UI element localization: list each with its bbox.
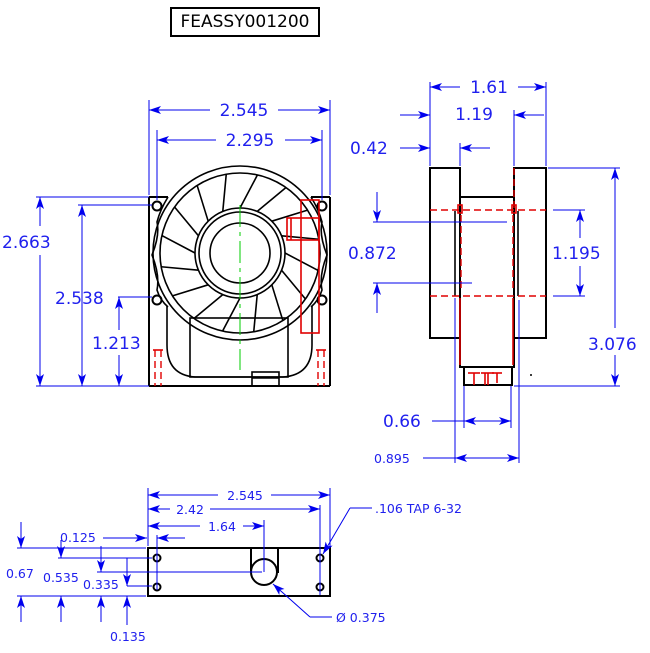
- bottom-dimensions: 2.545 2.42 1.64 0.125 .106 TAP 6-32 Ø 0.…: [6, 488, 462, 644]
- front-dimensions: 2.545 2.295 2.663 2.538 1.213: [2, 100, 331, 387]
- dim-front-hole-spacing: 2.295: [226, 131, 275, 151]
- part-number: FEASSY001200: [180, 12, 310, 32]
- fan-blade: [280, 269, 307, 300]
- fan-blade: [221, 297, 241, 332]
- callout-tap: .106 TAP 6-32: [375, 501, 462, 516]
- fan-blade: [172, 284, 209, 297]
- fan-blade: [173, 206, 200, 237]
- fan-blade: [271, 284, 284, 321]
- fan-housing: [148, 196, 331, 387]
- dim-side-right-span: 1.195: [552, 244, 601, 264]
- mounting-hole: [316, 294, 328, 306]
- side-dimensions: 1.61 1.19 0.42 0.872 1.195 3.076: [348, 78, 637, 466]
- side-view: 1.61 1.19 0.42 0.872 1.195 3.076: [348, 78, 637, 466]
- dim-bottom-center-offset: 1.64: [208, 519, 236, 534]
- dim-bottom-width: 2.545: [227, 488, 263, 503]
- dim-side-left-offset: 0.872: [348, 244, 397, 264]
- bottom-view: 2.545 2.42 1.64 0.125 .106 TAP 6-32 Ø 0.…: [6, 488, 462, 644]
- dim-front-lower-hole: 1.213: [92, 334, 141, 354]
- dim-side-depth: 1.61: [470, 78, 508, 98]
- fan-blade: [239, 174, 259, 209]
- dim-side-base-width: 0.66: [383, 412, 421, 432]
- fan-blade: [256, 186, 287, 213]
- dim-side-inner-gap: 1.19: [455, 105, 493, 125]
- dim-front-width: 2.545: [220, 101, 269, 121]
- fan-blade: [196, 185, 209, 222]
- dim-front-upper-hole: 2.538: [55, 289, 104, 309]
- fan-blade: [193, 293, 224, 320]
- fan-blade: [161, 234, 196, 254]
- mounting-hole: [316, 200, 328, 212]
- fan-blade: [161, 265, 199, 272]
- dim-bottom-lower-row: 0.135: [110, 629, 146, 644]
- mounting-hole: [151, 200, 163, 212]
- point-marker: [530, 374, 532, 376]
- dim-bottom-center-height: 0.335: [83, 577, 119, 592]
- mounting-holes: [151, 200, 328, 306]
- hidden-features-front: [153, 199, 326, 386]
- dim-bottom-edge-offset: 0.125: [60, 530, 96, 545]
- mounting-hole: [151, 294, 163, 306]
- dim-bottom-upper-row: 0.535: [43, 570, 79, 585]
- dim-side-body-width: 0.895: [374, 451, 410, 466]
- dim-front-height: 2.663: [2, 233, 51, 253]
- hidden-features-side: [430, 168, 546, 385]
- dim-side-height: 3.076: [588, 335, 637, 355]
- front-view: 2.545 2.295 2.663 2.538 1.213: [2, 100, 331, 387]
- callout-diameter: Ø 0.375: [336, 610, 386, 625]
- dim-side-flange: 0.42: [350, 139, 388, 159]
- fan-blade: [221, 174, 228, 212]
- dim-bottom-hole-to-hole: 2.42: [176, 502, 204, 517]
- dim-bottom-height: 0.67: [6, 566, 34, 581]
- title-block: FEASSY001200: [170, 7, 320, 37]
- side-body: [429, 167, 547, 386]
- fan-blade: [271, 209, 308, 222]
- fan-blade: [252, 294, 259, 332]
